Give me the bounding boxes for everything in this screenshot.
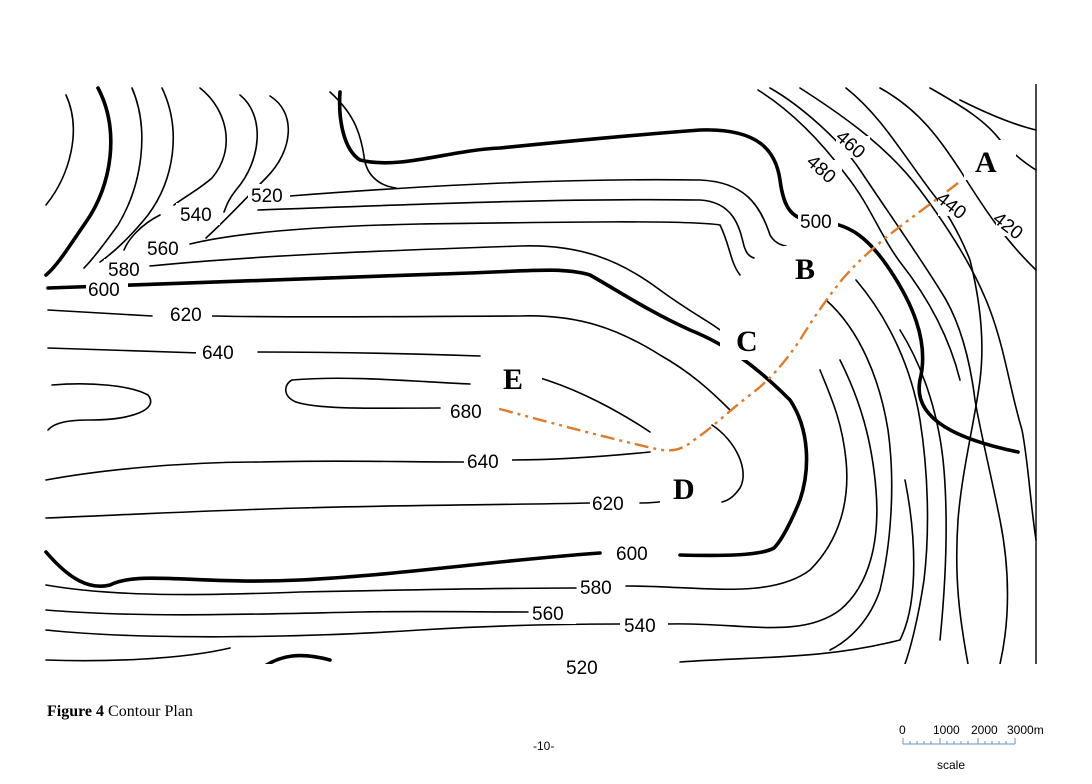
scale-tick-1000: 1000 (933, 723, 960, 737)
contour-line (45, 94, 75, 206)
contour-line-east (845, 87, 983, 664)
contour-label-560-lower: 560 (532, 604, 564, 625)
figure-caption-text: Contour Plan (108, 703, 193, 720)
contour-line-500-ne (757, 89, 961, 381)
scale-tick-0: 0 (899, 723, 906, 737)
contour-label-540: 540 (180, 205, 212, 226)
point-label-a: A (975, 146, 997, 179)
point-label-b: B (795, 253, 815, 286)
contour-line-580 (149, 91, 721, 331)
contour-line-560-lower (45, 609, 529, 616)
contour-label-580: 580 (108, 260, 140, 281)
scale-label: scale (937, 758, 965, 772)
contour-label-620-lower: 620 (592, 494, 624, 515)
contour-label-600-lower: 600 (616, 544, 648, 565)
contour-label-440: 440 (932, 188, 970, 224)
contour-line (44, 86, 113, 277)
scale-tick-2000: 2000 (971, 723, 998, 737)
contour-line-540 (123, 94, 755, 259)
contour-label-680: 680 (450, 402, 482, 423)
page-number: -10- (533, 739, 555, 753)
contour-line-660 (47, 383, 152, 431)
point-labels: A B C D E (492, 140, 1016, 510)
contour-label-520: 520 (251, 186, 283, 207)
contour-line-600 (44, 90, 1020, 588)
contour-label-600: 600 (88, 280, 120, 301)
contour-line-580-lower (45, 369, 848, 596)
contour-label-420: 420 (989, 208, 1027, 244)
contour-line-680 (284, 377, 471, 410)
scale-bar: 0 1000 2000 3000m scale (899, 723, 1044, 772)
contour-line (99, 87, 174, 263)
contour-line-640 (45, 347, 651, 481)
contour-line-bottom (45, 479, 915, 663)
contour-line (83, 87, 143, 269)
point-label-d: D (673, 473, 695, 506)
contour-label-620: 620 (170, 305, 202, 326)
contour-line-520-lower (264, 653, 332, 664)
contour-line-480 (769, 87, 1009, 664)
figure-caption-number: Figure 4 (47, 703, 105, 720)
contour-line-440 (879, 87, 1037, 271)
contour-label-500: 500 (800, 212, 832, 233)
contour-line-east3 (855, 279, 929, 664)
contour-line-620 (45, 309, 731, 519)
contour-line-420 (929, 87, 1037, 171)
contour-line-560 (189, 95, 741, 276)
contour-label-560: 560 (147, 239, 179, 260)
contour-labels: 420 440 460 480 500 520 540 560 580 600 … (86, 127, 1030, 679)
scale-tick-3000m: 3000m (1007, 723, 1044, 737)
contour-lines (44, 86, 1037, 664)
contour-label-580-lower: 580 (580, 578, 612, 599)
contour-line-east2 (825, 299, 893, 651)
contour-line-540-lower (45, 359, 878, 638)
contour-line-east4 (899, 329, 947, 641)
scale-ruler (902, 738, 1016, 745)
contour-label-640: 640 (202, 343, 234, 364)
route-line (495, 182, 959, 452)
contour-label-520-lower: 520 (566, 658, 598, 679)
point-label-c: C (736, 325, 758, 358)
contour-label-640-lower: 640 (467, 452, 499, 473)
contour-label-480: 480 (802, 151, 840, 188)
contour-label-540-lower: 540 (624, 616, 656, 637)
contour-line-460 (799, 87, 1037, 541)
point-label-e: E (503, 363, 523, 396)
contour-line-520 (173, 87, 787, 247)
figure-caption: Figure 4 Contour Plan (47, 703, 193, 721)
